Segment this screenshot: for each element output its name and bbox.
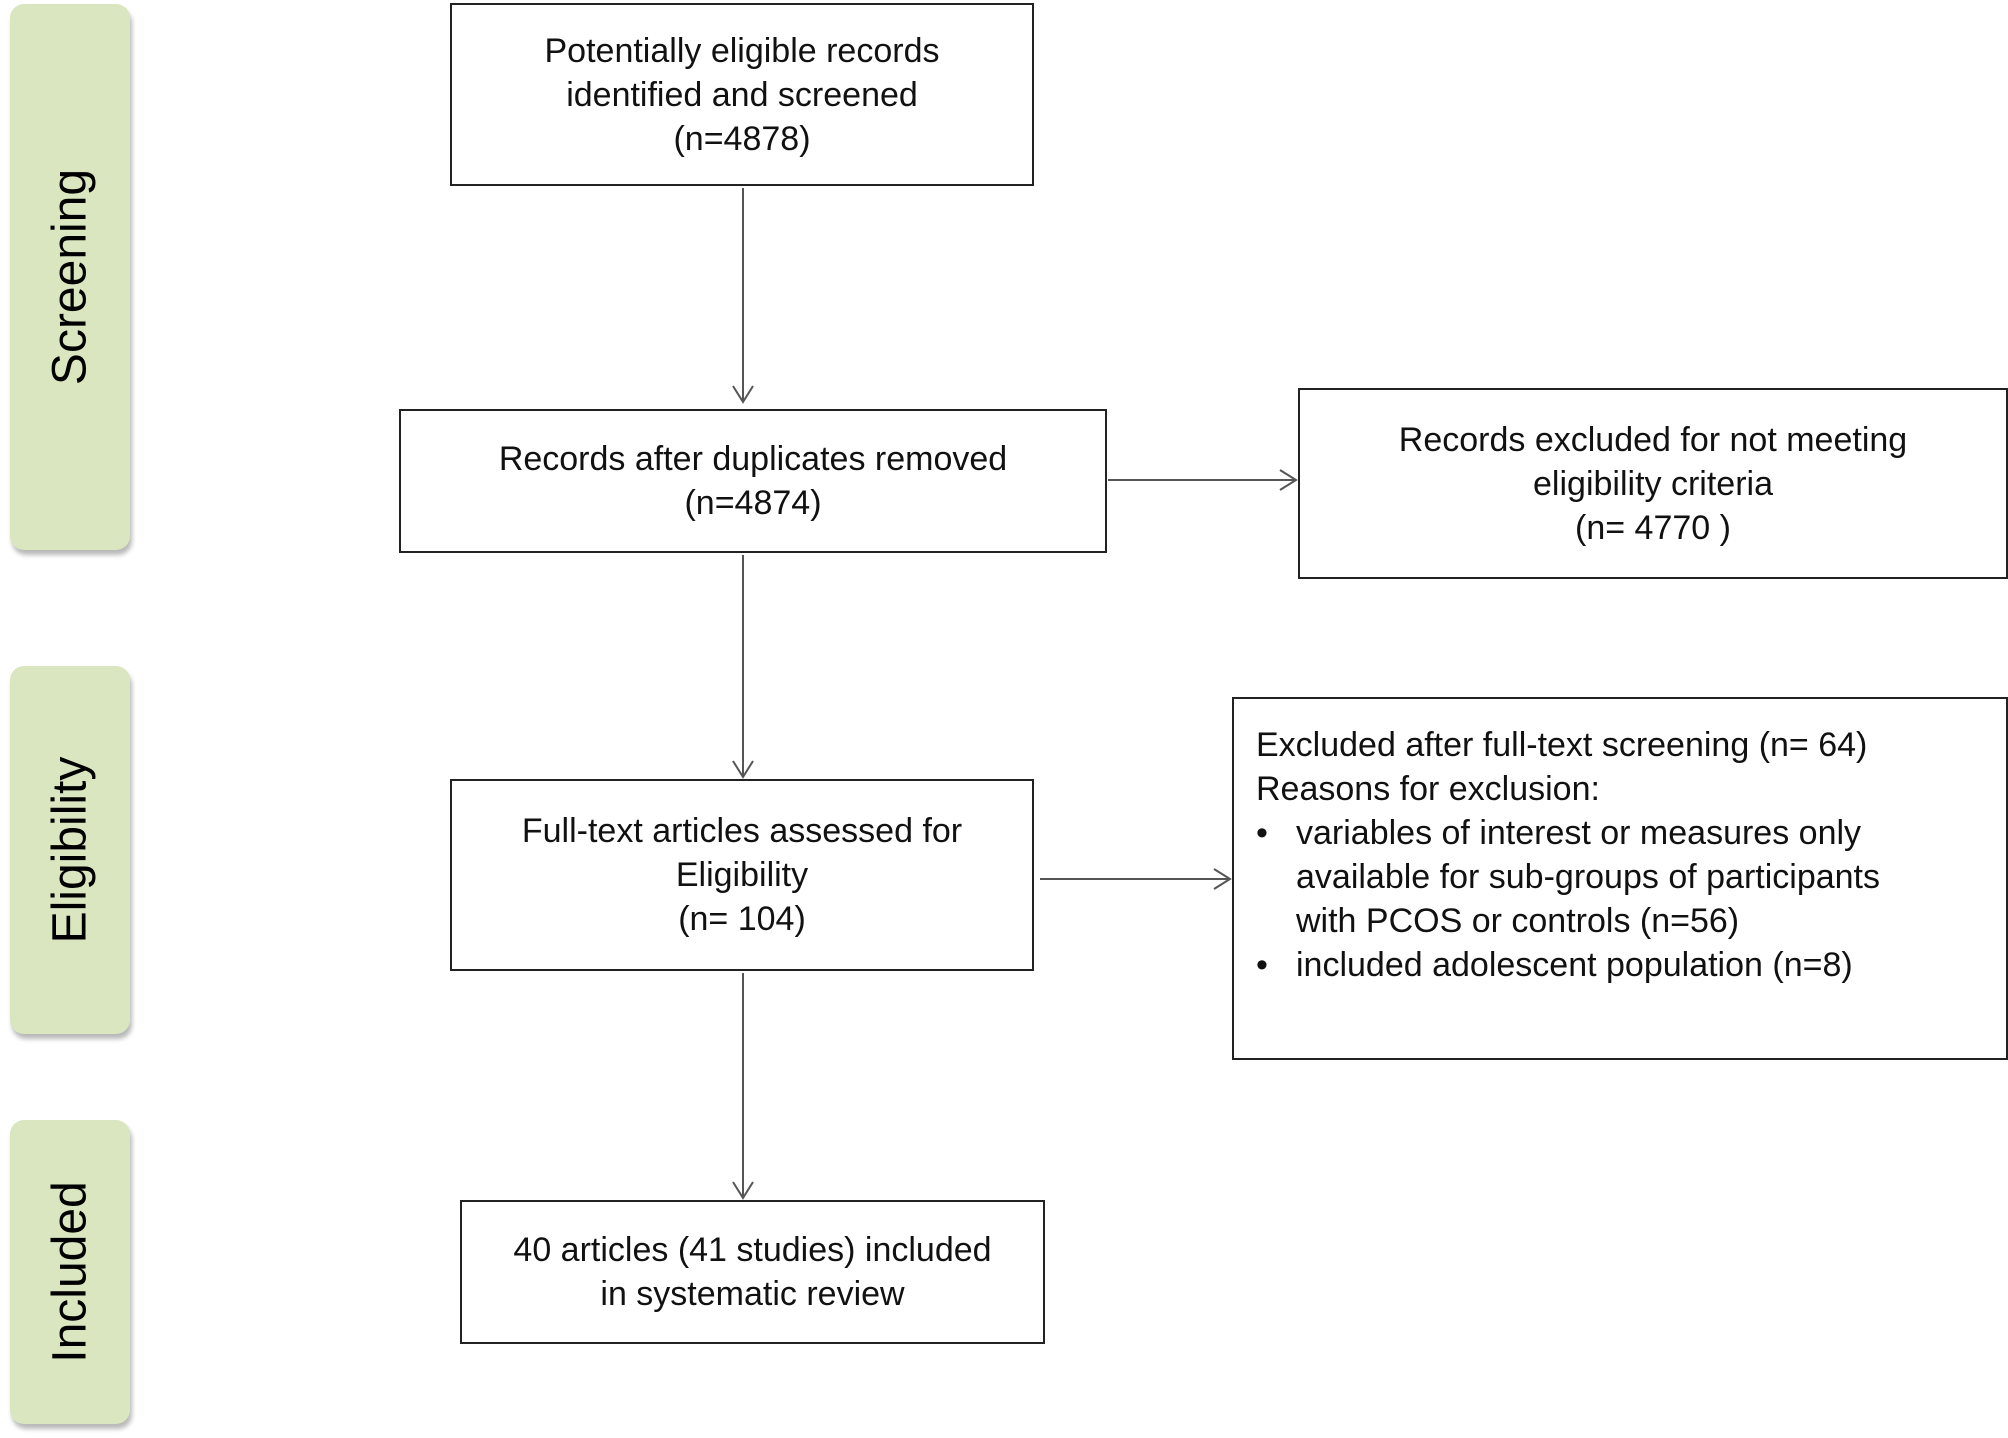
identified-line-1: Potentially eligible records [544, 31, 940, 70]
stage-included: Included [10, 1120, 130, 1424]
arrow-identified-to-deduplicated [732, 188, 754, 404]
fulltext-line-2: Eligibility [675, 856, 809, 894]
excluded-criteria-line-1: Records excluded for not meeting [1398, 420, 1908, 459]
included-line-2: in systematic review [600, 1275, 905, 1313]
included-line-1: 40 articles (41 studies) included [513, 1231, 992, 1269]
excluded-criteria-line-2: eligibility criteria [1533, 464, 1773, 503]
stage-eligibility: Eligibility [10, 666, 130, 1034]
exclusion-reason-text: variables of interest or measures only a… [1296, 814, 1880, 940]
deduplicated-records-box: Records after duplicates removed (n=4874… [399, 409, 1107, 553]
fulltext-count: (n= 104) [678, 900, 806, 938]
stage-screening: Screening [10, 4, 130, 550]
excluded-criteria-box: Records excluded for not meeting eligibi… [1298, 388, 2008, 579]
arrow-deduplicated-to-fulltext [732, 555, 754, 779]
fulltext-line-1: Full-text articles assessed for [521, 812, 963, 850]
exclusion-reason-item: • included adolescent population (n=8) [1256, 943, 1936, 987]
exclusion-reason-text: included adolescent population (n=8) [1296, 946, 1853, 984]
identified-count: (n=4878) [673, 119, 811, 158]
exclusion-reasons-list: • variables of interest or measures only… [1256, 811, 1936, 987]
fulltext-assessed-box: Full-text articles assessed for Eligibil… [450, 779, 1034, 971]
exclusion-reason-item: • variables of interest or measures only… [1256, 811, 1936, 943]
bullet-icon: • [1256, 946, 1268, 984]
deduplicated-line-1: Records after duplicates removed [498, 440, 1008, 478]
arrow-deduplicated-to-excluded [1108, 469, 1298, 491]
excluded-fulltext-box: Excluded after full-text screening (n= 6… [1232, 697, 2008, 1060]
excluded-criteria-count: (n= 4770 ) [1575, 508, 1731, 547]
identified-records-box: Potentially eligible records identified … [450, 3, 1034, 186]
arrow-fulltext-to-included [732, 973, 754, 1200]
deduplicated-count: (n=4874) [684, 484, 822, 522]
identified-line-2: identified and screened [566, 75, 918, 114]
bullet-icon: • [1256, 814, 1268, 852]
arrow-fulltext-to-excluded [1040, 868, 1232, 890]
excluded-fulltext-line-2: Reasons for exclusion: [1256, 770, 1600, 808]
excluded-fulltext-line-1: Excluded after full-text screening (n= 6… [1256, 726, 1868, 764]
included-studies-box: 40 articles (41 studies) included in sys… [460, 1200, 1045, 1344]
